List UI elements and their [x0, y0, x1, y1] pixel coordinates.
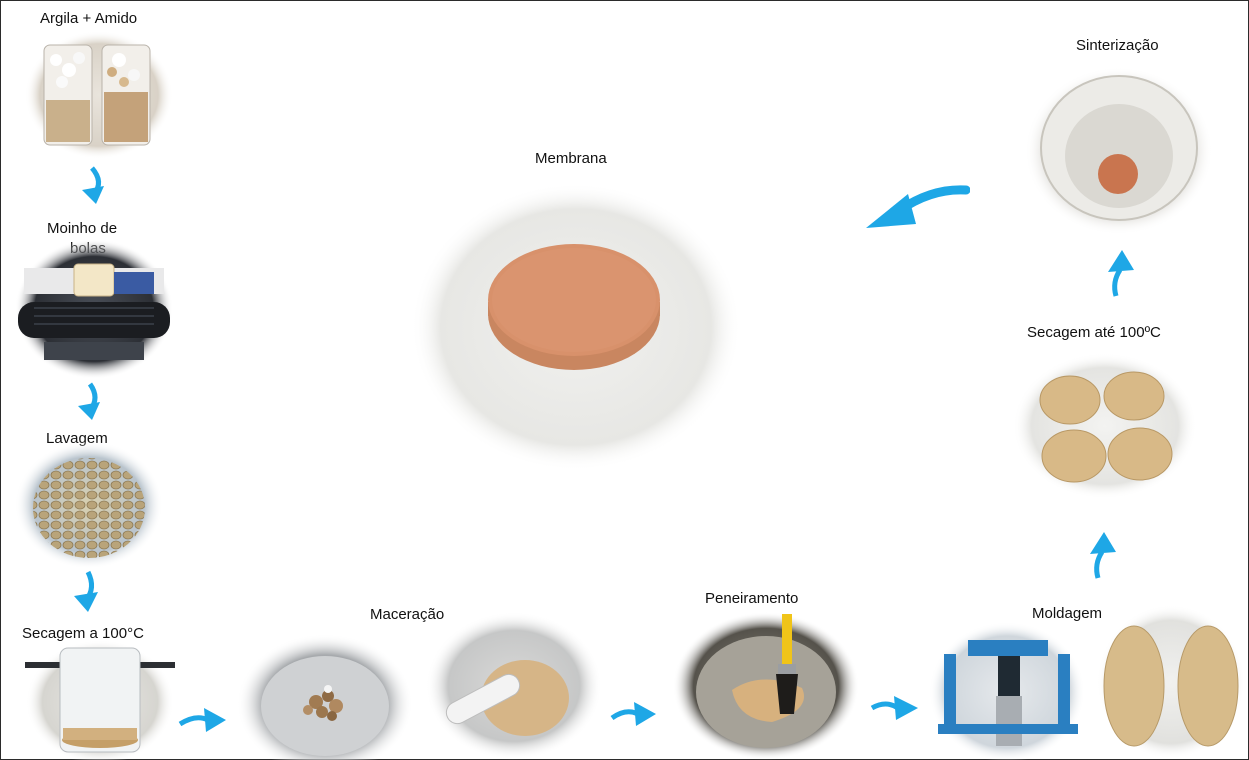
arrow-down-1	[74, 166, 114, 206]
arrow-up-2	[1104, 248, 1136, 298]
label-secagem-ate-100: Secagem até 100ºC	[1027, 324, 1161, 341]
photo-moldagem-press	[928, 620, 1086, 760]
label-moinho-1: Moinho de	[47, 220, 117, 237]
photo-maceracao-2	[425, 612, 603, 760]
arrow-up-1	[1086, 530, 1118, 580]
label-argila-amido: Argila + Amido	[40, 10, 137, 27]
label-sinterizacao: Sinterização	[1076, 37, 1159, 54]
photo-maceracao-1	[236, 634, 414, 760]
photo-argila-amido	[24, 30, 174, 160]
photo-secagem-ate-100	[1012, 352, 1198, 500]
arrow-down-3	[66, 570, 106, 614]
photo-lavagem	[14, 440, 164, 570]
arrow-right-3	[870, 690, 920, 722]
photo-peneiramento	[672, 610, 860, 760]
photo-moldagem-discs	[1096, 604, 1246, 760]
arrow-to-membrana	[862, 184, 970, 234]
arrow-down-2	[70, 382, 110, 422]
photo-moinho-bolas	[14, 238, 174, 380]
arrow-right-1	[178, 702, 228, 734]
label-peneiramento: Peneiramento	[705, 590, 798, 607]
label-membrana: Membrana	[535, 150, 607, 167]
photo-membrana	[410, 182, 742, 472]
photo-sinterizacao	[1024, 66, 1214, 236]
photo-secagem-100	[25, 640, 175, 758]
arrow-right-2	[610, 696, 658, 728]
